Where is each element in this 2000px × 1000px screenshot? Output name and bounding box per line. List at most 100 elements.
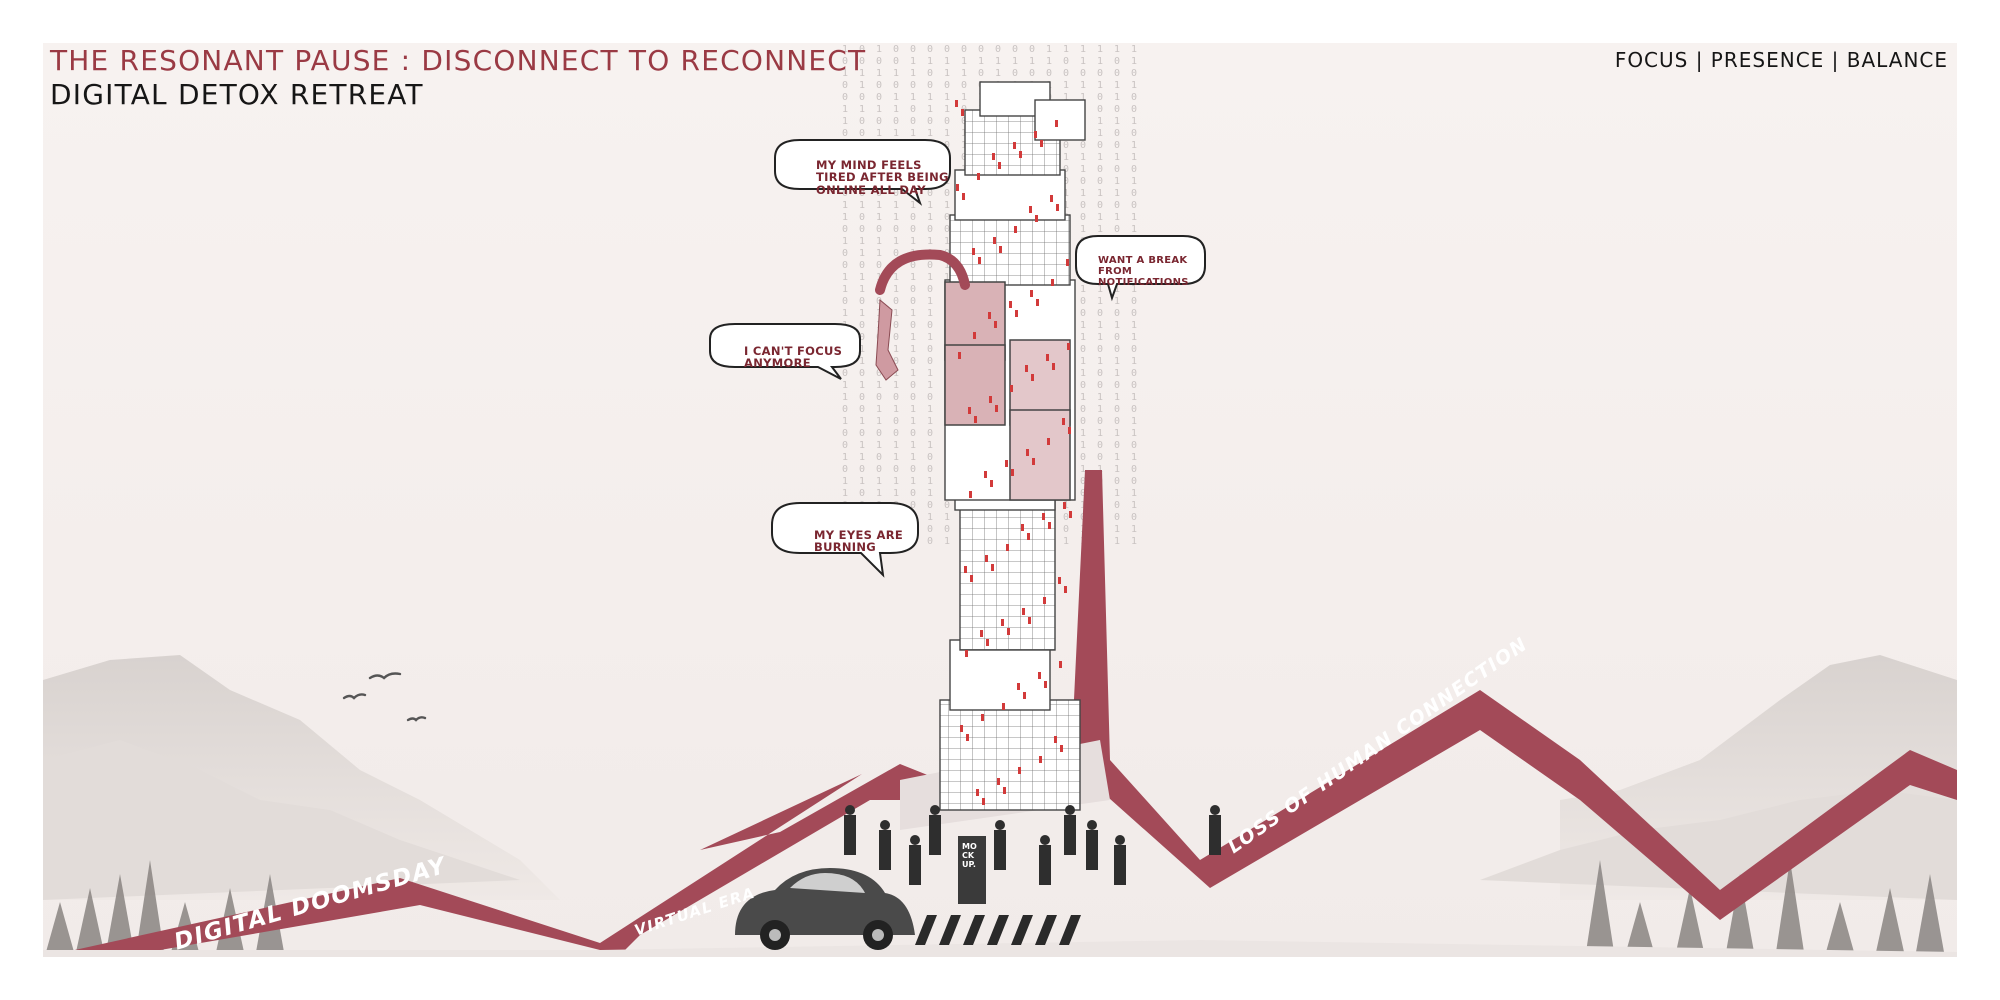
binary-digit: 0 [910,488,916,499]
binary-digit: 1 [1080,56,1086,67]
binary-digit: 0 [1097,140,1103,151]
binary-digit: 0 [927,44,933,55]
crosswalk-stripe [963,915,985,945]
binary-digit: 1 [893,368,899,379]
binary-digit: 1 [1114,176,1120,187]
speech-bubble-text: MY MIND FEELS TIRED AFTER BEING ONLINE A… [816,157,949,197]
tower-person-mark [980,630,983,637]
binary-digit: 0 [927,224,933,235]
binary-digit: 0 [859,320,865,331]
binary-digit: 0 [1097,368,1103,379]
binary-digit: 0 [1080,452,1086,463]
mountains-left-ridge [43,740,520,900]
binary-digit: 0 [927,500,933,511]
binary-digit: 1 [910,368,916,379]
tower-person-mark [1013,142,1016,149]
pine-tree-shape [1676,888,1704,952]
person-body [1209,815,1221,855]
binary-digit: 1 [1114,428,1120,439]
binary-digit: 1 [876,104,882,115]
binary-digit: 0 [1063,176,1069,187]
person-body [909,845,921,885]
birds [342,672,427,722]
tower-person-mark [1034,131,1037,138]
tower-person-mark [1015,310,1018,317]
binary-digit: 0 [876,260,882,271]
binary-digit: 1 [927,416,933,427]
kiosk [958,836,986,904]
tower-person-mark [1058,577,1061,584]
binary-digit: 1 [842,380,848,391]
person-head [845,805,855,815]
binary-digit: 1 [893,380,899,391]
binary-digit: 1 [1097,320,1103,331]
tower-person-mark [1032,458,1035,465]
poster-tagline: FOCUS | PRESENCE | BALANCE [1614,48,1948,72]
binary-digit: 0 [1097,308,1103,319]
binary-digit: 0 [893,188,899,199]
person-head [1065,805,1075,815]
poster-subtitle: DIGITAL DETOX RETREAT [50,78,424,111]
binary-digit: 1 [1131,320,1137,331]
binary-digit: 1 [893,212,899,223]
pine-tree-shape [1876,888,1904,952]
binary-digit: 0 [910,284,916,295]
crosswalk-stripe [939,915,961,945]
binary-digit: 1 [859,80,865,91]
binary-digit: 1 [1063,152,1069,163]
binary-digit: 0 [893,392,899,403]
binary-digit: 0 [1097,380,1103,391]
binary-digit: 0 [842,464,848,475]
binary-digit: 0 [1131,188,1137,199]
binary-digit: 0 [1114,56,1120,67]
binary-digit: 1 [876,404,882,415]
binary-digit: 1 [910,476,916,487]
binary-digit: 1 [842,476,848,487]
binary-digit: 1 [961,92,967,103]
tower-person-mark [1069,511,1072,518]
binary-digit: 0 [910,104,916,115]
vintage-car [735,868,915,950]
binary-digit: 1 [859,308,865,319]
binary-digit: 0 [876,464,882,475]
binary-digit: 0 [842,296,848,307]
binary-digit: 0 [1114,404,1120,415]
binary-digit: 0 [927,428,933,439]
binary-digit: 0 [893,56,899,67]
binary-digit: 1 [927,212,933,223]
binary-digit: 0 [1029,68,1035,79]
binary-digit: 1 [1080,92,1086,103]
binary-digit: 0 [1097,68,1103,79]
binary-digit: 0 [1063,140,1069,151]
binary-digit: 1 [1097,296,1103,307]
binary-digit: 1 [1097,284,1103,295]
binary-digit: 0 [1080,68,1086,79]
binary-digit: 1 [1131,500,1137,511]
binary-digit: 1 [995,56,1001,67]
binary-digit: 1 [944,92,950,103]
binary-digit: 0 [876,392,882,403]
binary-digit: 0 [1131,68,1137,79]
binary-digit: 0 [876,428,882,439]
binary-digit: 0 [1114,68,1120,79]
binary-digit: 0 [961,116,967,127]
tower-person-mark [1002,703,1005,710]
tower-person-mark [956,184,959,191]
tower-person-mark [981,714,984,721]
tower-person-mark [998,162,1001,169]
binary-digit: 0 [1063,68,1069,79]
binary-digit: 1 [893,104,899,115]
binary-digit: 1 [842,116,848,127]
binary-digit: 0 [842,428,848,439]
binary-digit: 1 [1012,56,1018,67]
binary-digit: 1 [876,236,882,247]
speech-bubble-text: WANT A BREAK FROM NOTIFICATIONS [1098,255,1189,288]
binary-digit: 1 [1131,392,1137,403]
binary-digit: 1 [1131,44,1137,55]
binary-digit: 0 [910,44,916,55]
binary-digit: 0 [842,224,848,235]
tower-person-mark [1063,502,1066,509]
binary-digit: 0 [1114,416,1120,427]
binary-digit: 0 [1114,308,1120,319]
binary-digit: 1 [859,68,865,79]
